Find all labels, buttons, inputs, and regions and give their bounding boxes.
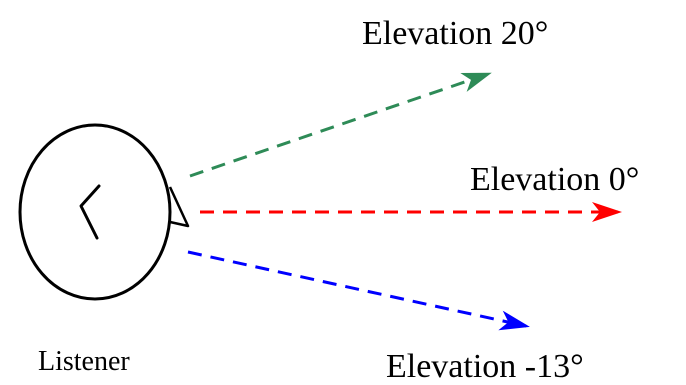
head-outline-icon [18,123,172,301]
arrow-elevation-neg13 [187,250,530,331]
label-elevation-0: Elevation 0° [470,161,639,198]
listener-head [18,123,190,301]
label-listener: Listener [38,346,130,377]
arrow-elevation-20 [189,72,492,178]
ear-icon [79,184,101,240]
nose-icon [168,186,190,228]
label-elevation-neg13: Elevation -13° [386,348,584,385]
label-elevation-20: Elevation 20° [362,15,548,52]
